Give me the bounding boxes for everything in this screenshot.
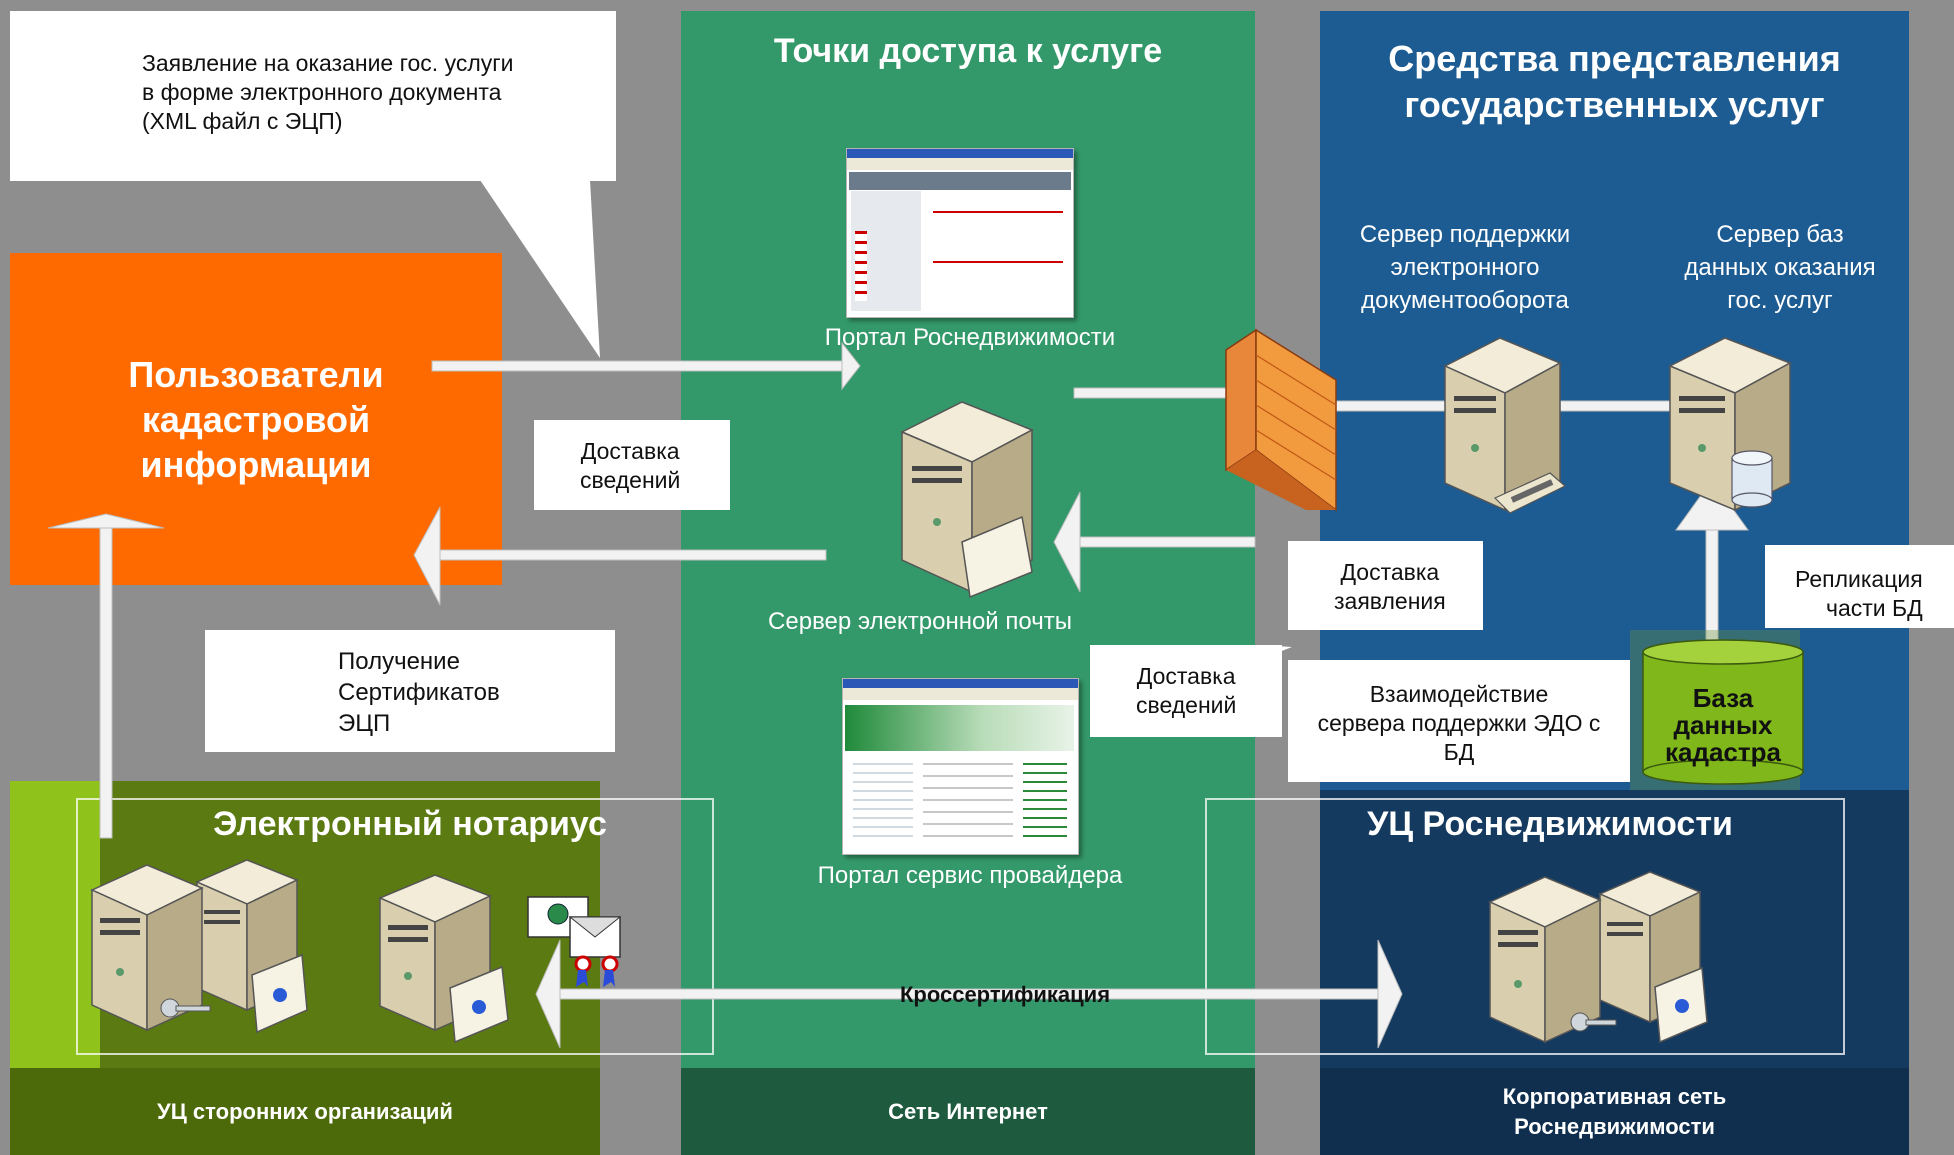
notary-frame [76,798,714,1055]
provider-portal-label: Портал сервис провайдера [817,862,1123,889]
db-server-icon [1668,337,1792,512]
notary-server-icon [378,874,509,1044]
rosreestr-portal-label: Портал Роснедвижимости [824,324,1116,351]
mail-server-icon [900,401,1034,599]
notary-zone-accent [10,781,100,1068]
footer-external-ca: УЦ сторонних организаций [10,1068,600,1155]
cross-cert-label: Кроссертификация [899,982,1111,1007]
firewall-icon [1225,328,1337,512]
footer-internet: Сеть Интернет [681,1068,1255,1155]
edo-server-icon [1443,337,1567,514]
uc-rosreestr-server-group-icon [1488,871,1708,1044]
internet-column-title: Точки доступа к услуге [773,32,1163,70]
cadastre-db-shape [1642,639,1804,785]
provider-portal-screenshot [842,678,1079,855]
uc-rosreestr-title: УЦ Роснедвижимости [1367,805,1733,843]
uc-rosreestr-frame [1205,798,1845,1055]
certificate-icon [527,896,622,987]
notary-server-group-icon [90,859,308,1034]
application-callout: Заявление на оказание гос. услуги в форм… [10,11,616,181]
rosreestr-portal-screenshot [846,148,1074,318]
notary-title: Электронный нотариус [213,805,607,843]
mail-server-label: Сервер электронной почты [768,608,1072,635]
